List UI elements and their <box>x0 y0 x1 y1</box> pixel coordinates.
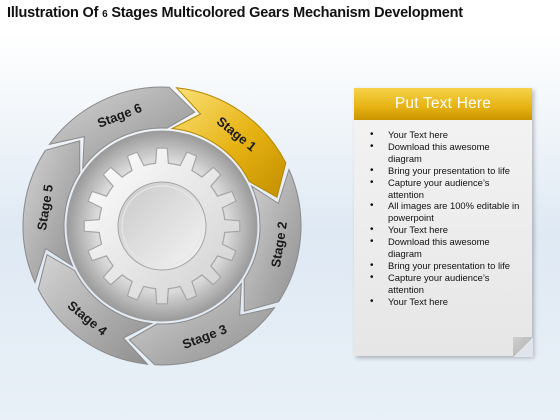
stage-arrow-6 <box>48 86 196 171</box>
bullet-list: Your Text hereDownload this awesome diag… <box>354 120 532 308</box>
stage-arrow-1 <box>170 87 287 199</box>
gear-hole-inner <box>121 185 203 267</box>
bullet-item: Your Text here <box>366 296 526 308</box>
bullet-item: Capture your audience’s attention <box>366 177 526 201</box>
title-suffix: Stages Multicolored Gears Mechanism Deve… <box>111 5 463 21</box>
title-number: 6 <box>102 9 108 20</box>
gear-hole <box>117 181 207 271</box>
text-panel: Put Text Here Your Text hereDownload thi… <box>354 88 533 357</box>
stage-arrows <box>22 86 302 366</box>
bullet-item: Capture your audience’s attention <box>366 272 526 296</box>
page-curl-icon <box>513 337 533 357</box>
stage-arrow-3 <box>128 281 276 366</box>
bullet-item: Your Text here <box>366 224 526 236</box>
title-prefix: Illustration Of <box>7 5 99 21</box>
stage-arrow-2 <box>243 168 302 312</box>
stage-label-5: Stage 5 <box>34 183 56 231</box>
bullet-item: Download this awesome diagram <box>366 141 526 165</box>
stage-arrow-4 <box>37 253 154 365</box>
bullet-item: Your Text here <box>366 129 526 141</box>
page-title: Illustration Of 6 Stages Multicolored Ge… <box>7 5 557 21</box>
bullet-item: Bring your presentation to life <box>366 260 526 272</box>
panel-header: Put Text Here <box>354 88 532 120</box>
center-gear <box>66 130 258 322</box>
stage-arrow-5 <box>22 140 81 284</box>
bullet-item: All images are 100% editable in powerpoi… <box>366 200 526 224</box>
stage-label-2: Stage 2 <box>268 220 290 268</box>
bullet-item: Bring your presentation to life <box>366 165 526 177</box>
bullet-item: Download this awesome diagram <box>366 236 526 260</box>
